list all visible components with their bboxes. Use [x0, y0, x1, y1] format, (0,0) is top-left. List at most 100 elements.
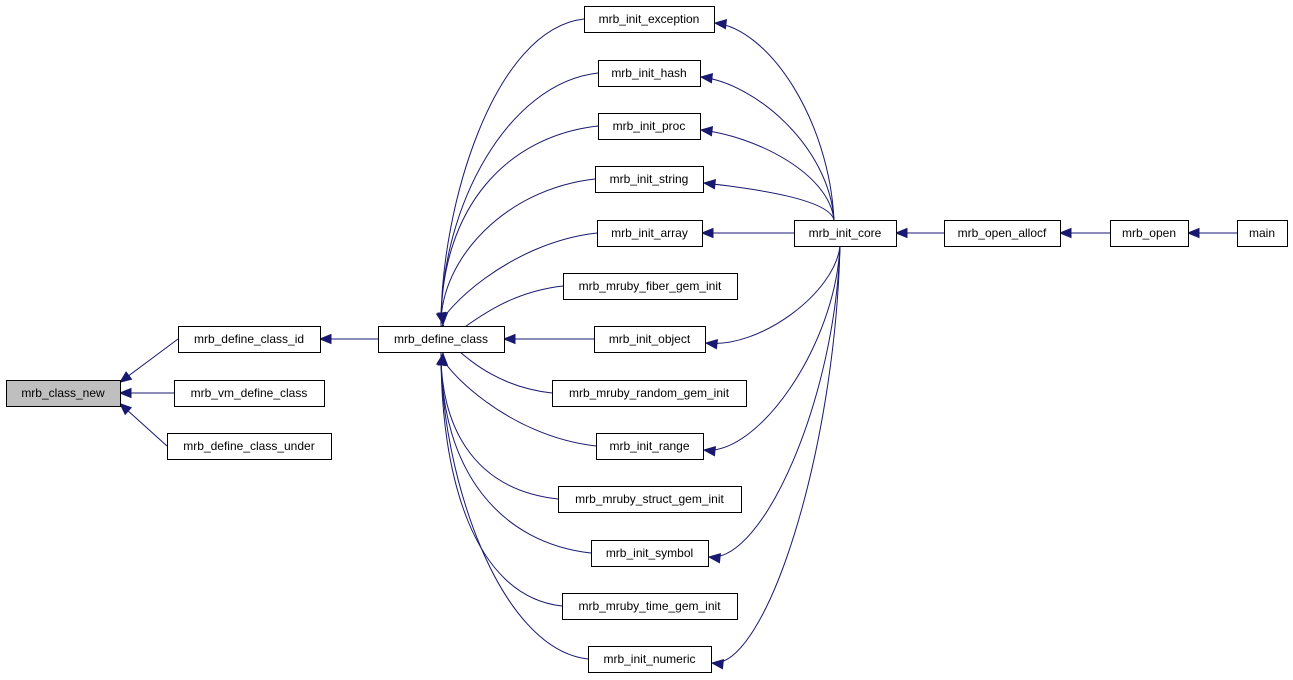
edge-mrb-init-core-to-mrb-init-range-line [703, 245, 841, 451]
node-mrb-init-numeric-label: mrb_init_numeric [603, 652, 695, 666]
node-mrb-open-allocf[interactable]: mrb_open_allocf [944, 220, 1061, 247]
node-mrb-define-class-under-label: mrb_define_class_under [183, 439, 314, 453]
node-mrb-vm-define-class[interactable]: mrb_vm_define_class [174, 380, 325, 407]
node-mrb-define-class-label: mrb_define_class [394, 332, 488, 346]
edge-mrb-init-core-to-mrb-init-symbol-arrowhead [707, 553, 722, 564]
node-mrb-mruby-random-gem-init[interactable]: mrb_mruby_random_gem_init [552, 380, 747, 407]
node-mrb-init-string[interactable]: mrb_init_string [595, 166, 704, 193]
node-mrb-init-proc-label: mrb_init_proc [613, 119, 686, 133]
node-mrb-init-object-box [594, 326, 706, 353]
node-mrb-init-array-box [597, 220, 703, 247]
edge-mrb-init-core-to-mrb-init-hash-line [700, 76, 835, 221]
edge-mrb-init-core-to-mrb-init-exception [713, 19, 835, 221]
node-mrb-define-class-box [378, 326, 505, 353]
node-mrb-define-class-id-label: mrb_define_class_id [194, 332, 304, 346]
node-mrb-init-array-label: mrb_init_array [611, 226, 688, 240]
node-mrb-init-object-label: mrb_init_object [609, 332, 691, 346]
node-mrb-vm-define-class-label: mrb_vm_define_class [191, 386, 308, 400]
edge-mrb-init-core-to-mrb-init-numeric-line [711, 245, 841, 664]
node-mrb-define-class[interactable]: mrb_define_class [378, 326, 505, 353]
edge-mrb-init-core-to-mrb-init-object [704, 245, 841, 350]
node-mrb-init-proc[interactable]: mrb_init_proc [598, 113, 701, 140]
edge-mrb-init-core-to-mrb-init-range-arrowhead [702, 446, 717, 457]
edge-mrb-init-numeric-to-mrb-define-class-arrowhead [437, 352, 449, 366]
edge-mrb-init-core-to-mrb-init-string-line [703, 182, 835, 221]
graph-nodes: mrb_class_new mrb_define_class_id mrb_vm_d… [6, 6, 1288, 673]
node-main-box [1237, 220, 1288, 247]
edge-mrb-init-core-to-mrb-init-object-arrowhead [704, 339, 719, 350]
node-mrb-define-class-id[interactable]: mrb_define_class_id [178, 326, 321, 353]
node-mrb-mruby-time-gem-init[interactable]: mrb_mruby_time_gem_init [562, 593, 738, 620]
edge-mrb-init-array-to-mrb-define-class-arrowhead [435, 311, 447, 326]
edge-mrb-init-core-to-mrb-init-numeric [710, 245, 841, 670]
node-mrb-init-exception-box [584, 6, 715, 33]
edge-mrb-init-core-to-mrb-init-object-line [705, 245, 841, 344]
edge-mrb-vm-define-class-to-mrb-class-new-arrowhead [118, 387, 132, 399]
graph-edges [118, 18, 1237, 670]
node-mrb-mruby-struct-gem-init[interactable]: mrb_mruby_struct_gem_init [558, 486, 742, 513]
node-mrb-init-numeric[interactable]: mrb_init_numeric [588, 646, 712, 673]
node-mrb-init-hash-box [598, 60, 701, 87]
edge-mrb-open-to-mrb-open-allocf [1058, 227, 1110, 239]
node-mrb-init-range[interactable]: mrb_init_range [596, 433, 704, 460]
edge-mrb-init-symbol-to-mrb-define-class-line [440, 353, 592, 554]
node-mrb-mruby-fiber-gem-init-box [563, 273, 738, 300]
edge-mrb-init-core-to-mrb-init-proc [699, 126, 835, 221]
node-mrb-define-class-under-box [167, 433, 332, 460]
edge-mrb-init-core-to-mrb-init-symbol [707, 245, 841, 564]
edge-mrb-init-core-to-mrb-init-string-arrowhead [702, 179, 717, 190]
edge-main-to-mrb-open [1186, 227, 1237, 239]
node-mrb-init-exception-label: mrb_init_exception [599, 12, 700, 26]
edge-mrb-init-numeric-to-mrb-define-class [437, 352, 589, 660]
node-mrb-define-class-under[interactable]: mrb_define_class_under [167, 433, 332, 460]
edge-mrb-vm-define-class-to-mrb-class-new [118, 387, 174, 399]
node-mrb-init-core[interactable]: mrb_init_core [794, 220, 897, 247]
edge-mrb-open-allocf-to-mrb-init-core-arrowhead [894, 227, 908, 239]
edge-mrb-init-core-to-mrb-init-proc-line [700, 129, 835, 221]
edge-mrb-init-core-to-mrb-init-numeric-arrowhead [710, 659, 725, 670]
node-main-label: main [1249, 226, 1275, 240]
node-mrb-init-symbol-box [591, 540, 709, 567]
node-mrb-open-label: mrb_open [1122, 226, 1176, 240]
node-mrb-init-string-box [595, 166, 704, 193]
node-mrb-open-box [1110, 220, 1189, 247]
node-mrb-init-symbol[interactable]: mrb_init_symbol [591, 540, 709, 567]
edge-mrb-init-core-to-mrb-init-array-arrowhead [700, 227, 714, 239]
edge-mrb-init-core-to-mrb-init-hash-arrowhead [699, 73, 714, 84]
edge-mrb-init-core-to-mrb-init-range [702, 245, 841, 457]
node-mrb-class-new[interactable]: mrb_class_new [6, 380, 121, 407]
node-mrb-mruby-time-gem-init-label: mrb_mruby_time_gem_init [578, 599, 721, 613]
edge-mrb-init-core-to-mrb-init-symbol-line [708, 245, 841, 558]
node-mrb-init-range-box [596, 433, 704, 460]
node-mrb-init-array[interactable]: mrb_init_array [597, 220, 703, 247]
edge-mrb-init-object-to-mrb-define-class-arrowhead [502, 333, 516, 345]
node-main[interactable]: main [1237, 220, 1288, 247]
edge-mrb-define-class-id-to-mrb-class-new-arrowhead [118, 371, 133, 383]
node-mrb-mruby-struct-gem-init-label: mrb_mruby_struct_gem_init [575, 492, 724, 506]
edge-main-to-mrb-open-arrowhead [1186, 227, 1200, 239]
edge-mrb-init-core-to-mrb-init-exception-line [714, 22, 835, 221]
edge-mrb-define-class-to-mrb-define-class-id [318, 333, 378, 345]
node-mrb-init-hash[interactable]: mrb_init_hash [598, 60, 701, 87]
node-mrb-init-core-label: mrb_init_core [809, 226, 882, 240]
edge-mrb-init-proc-to-mrb-define-class-line [440, 125, 599, 325]
node-mrb-init-core-box [794, 220, 897, 247]
node-mrb-init-symbol-label: mrb_init_symbol [606, 546, 693, 560]
node-mrb-init-exception[interactable]: mrb_init_exception [584, 6, 715, 33]
node-mrb-mruby-time-gem-init-box [562, 593, 738, 620]
node-mrb-init-object[interactable]: mrb_init_object [594, 326, 706, 353]
edge-mrb-init-core-to-mrb-init-hash [699, 73, 835, 221]
edge-mrb-mruby-struct-gem-init-to-mrb-define-class-line [440, 353, 559, 500]
node-mrb-open[interactable]: mrb_open [1110, 220, 1189, 247]
edge-mrb-init-string-to-mrb-define-class-line [440, 178, 596, 325]
edge-mrb-init-exception-to-mrb-define-class [437, 18, 585, 326]
edge-mrb-define-class-to-mrb-define-class-id-arrowhead [318, 333, 332, 345]
node-mrb-mruby-random-gem-init-box [552, 380, 747, 407]
node-mrb-mruby-fiber-gem-init[interactable]: mrb_mruby_fiber_gem_init [563, 273, 738, 300]
edge-mrb-init-numeric-to-mrb-define-class-line [440, 353, 589, 660]
edge-mrb-init-string-to-mrb-define-class [437, 178, 596, 326]
edge-mrb-open-allocf-to-mrb-init-core [894, 227, 944, 239]
edge-mrb-mruby-time-gem-init-to-mrb-define-class-line [440, 353, 563, 607]
node-mrb-init-numeric-box [588, 646, 712, 673]
